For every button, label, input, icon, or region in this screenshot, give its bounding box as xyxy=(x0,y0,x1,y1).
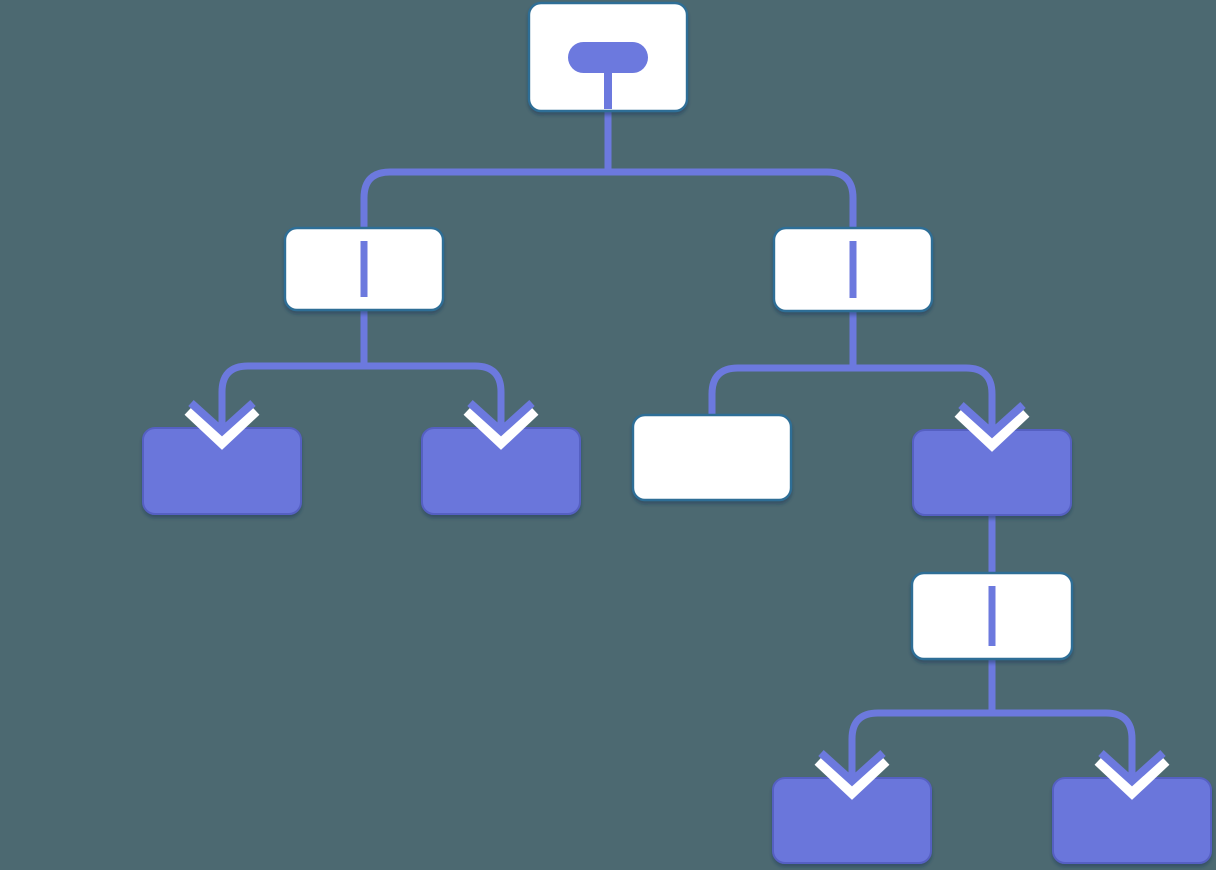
edge-b1-l2 xyxy=(360,308,505,414)
collapsed-branch-stem-icon xyxy=(604,69,612,109)
node-card xyxy=(631,413,793,502)
chevron-double-down-icon xyxy=(814,748,890,800)
edge-root-b2 xyxy=(604,109,857,232)
chevron-double-down-icon xyxy=(954,400,1030,452)
edge-b2-p1 xyxy=(849,309,996,416)
split-divider-icon xyxy=(988,586,996,646)
split-divider-icon xyxy=(849,241,857,298)
plain-white-node xyxy=(631,413,793,502)
arrow-terminals xyxy=(184,398,1170,800)
branch-node-right xyxy=(772,226,934,313)
nodes xyxy=(142,1,1212,864)
edge-b1-l1 xyxy=(218,308,368,414)
connector-edges xyxy=(218,109,1136,764)
edge-b3-l4 xyxy=(988,657,1136,764)
branch-node-lower xyxy=(910,571,1074,661)
collapsed-branch-icon xyxy=(568,42,648,73)
branch-node-left xyxy=(283,226,445,312)
chevron-double-down-icon xyxy=(463,398,539,450)
edge-root-b1 xyxy=(360,109,612,232)
edge-b3-l3 xyxy=(848,657,996,764)
chevron-double-down-icon xyxy=(184,398,260,450)
split-divider-icon xyxy=(360,241,368,297)
root-node xyxy=(527,1,689,113)
chevron-double-down-icon xyxy=(1094,748,1170,800)
edge-b2-w1 xyxy=(708,309,857,419)
